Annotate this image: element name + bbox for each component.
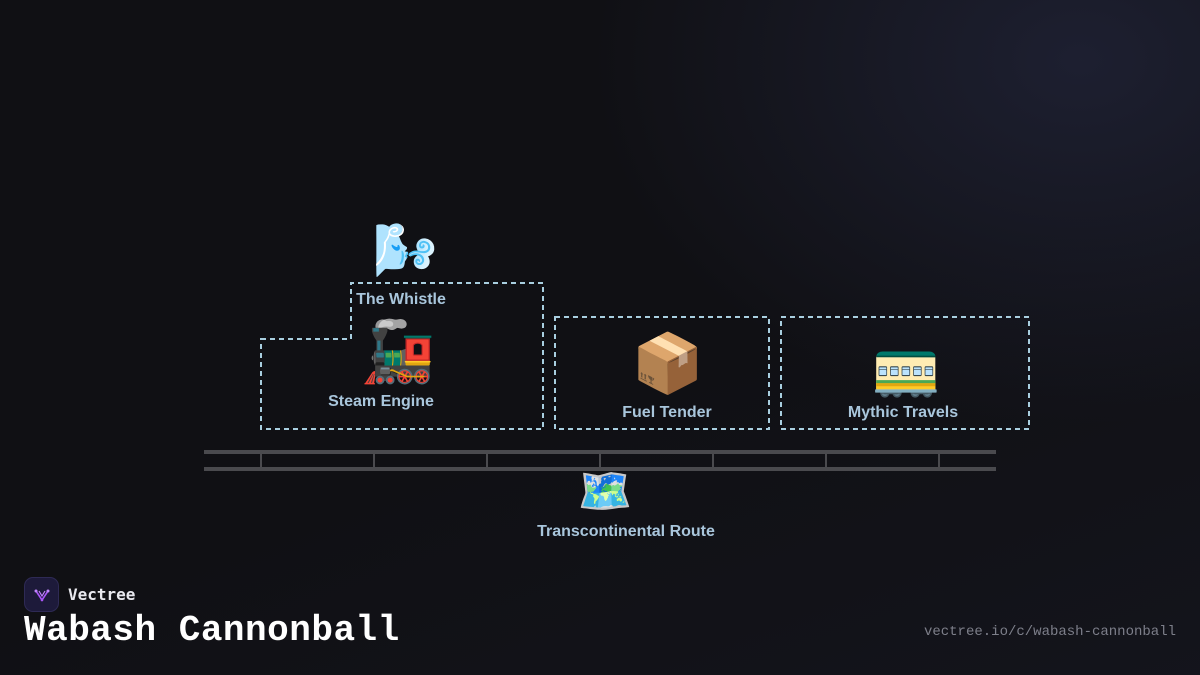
page-title: Wabash Cannonball [24, 610, 400, 651]
node-label-tender: Fuel Tender [622, 404, 712, 421]
node-label-travels: Mythic Travels [847, 404, 959, 421]
brand[interactable]: Vectree [24, 577, 135, 612]
railway-car-icon: 🚃 [871, 335, 941, 400]
package-icon: 📦 [631, 329, 705, 397]
world-map-icon: 🗺️ [577, 466, 633, 517]
page-url[interactable]: vectree.io/c/wabash-cannonball [923, 624, 1176, 640]
rail-track [204, 450, 996, 471]
vectree-logo-icon [24, 577, 59, 612]
node-label-engine: Steam Engine [328, 393, 434, 410]
engine-group-frame [260, 282, 544, 430]
node-label-whistle: The Whistle [356, 291, 446, 308]
locomotive-icon: 🚂 [360, 317, 436, 387]
node-label-route: Transcontinental Route [537, 523, 715, 540]
wind-face-icon: 🌬️ [372, 221, 438, 281]
brand-name: Vectree [68, 585, 136, 604]
tender-car-frame [554, 316, 770, 430]
